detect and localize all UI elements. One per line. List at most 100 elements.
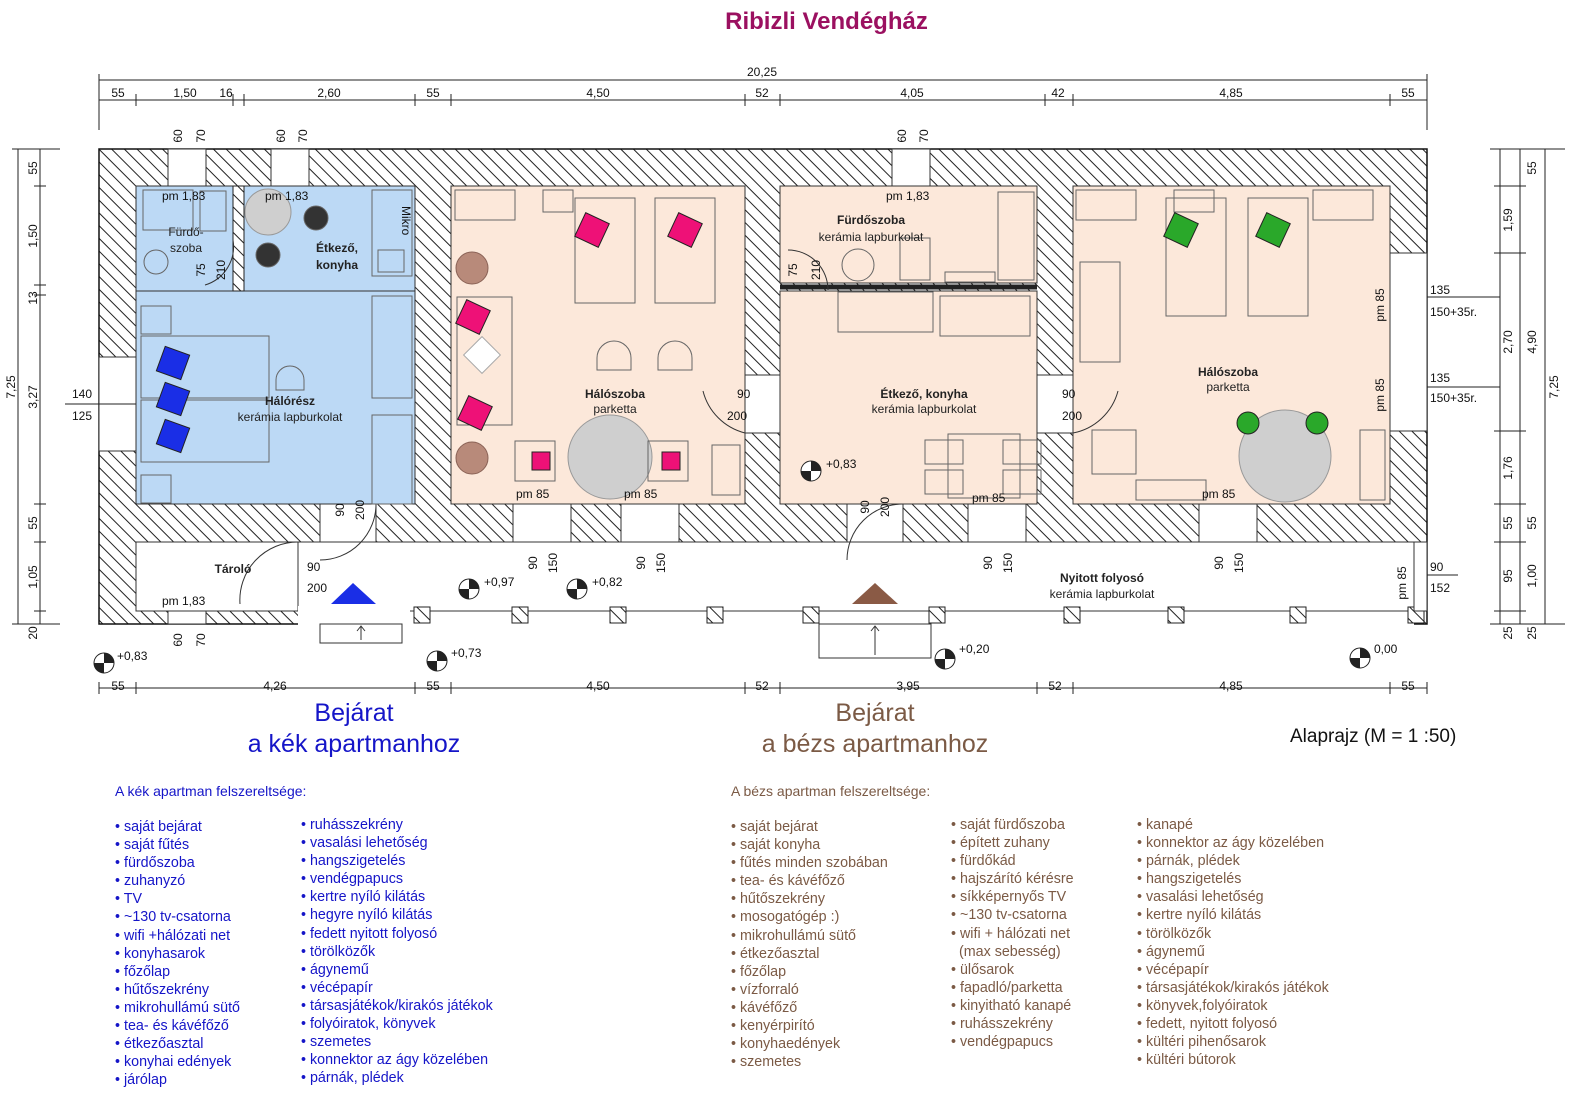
svg-text:150+35r.: 150+35r. [1430, 305, 1477, 319]
svg-text:25: 25 [1525, 626, 1539, 640]
svg-text:4,85: 4,85 [1219, 86, 1243, 100]
svg-text:90: 90 [634, 556, 648, 570]
svg-text:200: 200 [727, 409, 747, 423]
list-item: saját bejárat [731, 818, 888, 836]
list-item: ülősarok [951, 961, 1074, 979]
list-item: fapadló/parketta [951, 979, 1074, 997]
svg-text:4,26: 4,26 [263, 679, 287, 693]
svg-text:60: 60 [274, 129, 288, 143]
list-item: fedett nyitott folyosó [301, 925, 493, 943]
list-item: könyvek,folyóiratok [1137, 997, 1329, 1015]
opening-sizes: 60 70 60 70 60 70 60 70 75 210 75 210 90… [72, 129, 1477, 647]
floor-plan: 20,25 55 1,50 16 2,60 55 4,50 52 4,05 42… [4, 65, 1565, 694]
beige-equipment-col1: saját bejárat saját konyha fűtés minden … [731, 818, 888, 1071]
svg-text:3,27: 3,27 [26, 385, 40, 409]
svg-text:1,00: 1,00 [1525, 564, 1539, 588]
scale-label: Alaprajz (M = 1 :50) [1290, 726, 1457, 747]
corridor-posts [413, 606, 1425, 624]
list-item: társasjátékok/kirakós játékok [1137, 979, 1329, 997]
room-corridor [297, 541, 1415, 612]
dim-total-width: 20,25 [747, 65, 777, 79]
list-item: törölközők [1137, 925, 1329, 943]
svg-text:pm 1,83: pm 1,83 [886, 189, 930, 203]
svg-text:210: 210 [809, 260, 823, 280]
list-item: kültéri bútorok [1137, 1051, 1329, 1069]
list-item: vendégpapucs [951, 1033, 1074, 1051]
svg-text:55: 55 [26, 516, 40, 530]
room-beige-kitchen [779, 290, 1038, 505]
svg-text:135: 135 [1430, 283, 1450, 297]
svg-text:Hálószoba: Hálószoba [1198, 365, 1258, 379]
svg-text:Tároló: Tároló [215, 562, 252, 576]
list-item: vécépapír [1137, 961, 1329, 979]
list-item: fürdőszoba [115, 854, 240, 872]
list-item: párnák, plédek [1137, 852, 1329, 870]
svg-text:+0,20: +0,20 [959, 642, 990, 656]
svg-text:200: 200 [353, 500, 367, 520]
svg-text:16: 16 [219, 86, 233, 100]
list-item: tea- és kávéfőző [115, 1017, 240, 1035]
svg-text:kerámia lapburkolat: kerámia lapburkolat [872, 402, 977, 416]
svg-text:60: 60 [895, 129, 909, 143]
svg-text:1,76: 1,76 [1501, 456, 1515, 480]
svg-text:55: 55 [1525, 161, 1539, 175]
list-item: vasalási lehetőség [1137, 888, 1329, 906]
list-item: fűtés minden szobában [731, 854, 888, 872]
svg-text:90: 90 [307, 560, 321, 574]
svg-text:1,59: 1,59 [1501, 208, 1515, 232]
svg-text:4,50: 4,50 [586, 679, 610, 693]
dimension-lines [12, 74, 1565, 694]
list-item: hűtőszekrény [115, 981, 240, 999]
list-item: saját bejárat [115, 818, 240, 836]
svg-text:75: 75 [194, 263, 208, 277]
svg-text:90: 90 [333, 503, 347, 517]
svg-text:200: 200 [307, 581, 327, 595]
list-item: járólap [115, 1071, 240, 1089]
svg-text:Fürdő-: Fürdő- [168, 225, 203, 239]
svg-text:150: 150 [1001, 553, 1015, 573]
svg-text:2,60: 2,60 [317, 86, 341, 100]
list-item: kanapé [1137, 816, 1329, 834]
svg-text:55: 55 [1401, 679, 1415, 693]
svg-text:200: 200 [878, 497, 892, 517]
blue-entrance-line1: Bejárat [314, 699, 394, 727]
svg-text:pm 85: pm 85 [1202, 487, 1236, 501]
doors [204, 239, 1119, 605]
svg-text:52: 52 [755, 679, 769, 693]
list-item: hűtőszekrény [731, 890, 888, 908]
svg-text:55: 55 [1401, 86, 1415, 100]
list-item: (max sebesség) [958, 943, 1061, 960]
svg-text:1,05: 1,05 [26, 565, 40, 589]
svg-text:90: 90 [526, 556, 540, 570]
list-item: étkezőasztal [115, 1035, 240, 1053]
list-item: konnektor az ágy közelében [301, 1051, 493, 1069]
svg-text:60: 60 [171, 129, 185, 143]
svg-text:Hálószoba: Hálószoba [585, 387, 645, 401]
svg-text:konyha: konyha [316, 258, 358, 272]
list-item: wifi +hálózati net [115, 927, 240, 945]
svg-text:75: 75 [786, 263, 800, 277]
svg-text:52: 52 [755, 86, 769, 100]
list-item: tea- és kávéfőző [731, 872, 888, 890]
svg-text:70: 70 [296, 129, 310, 143]
svg-text:55: 55 [1525, 516, 1539, 530]
room-beige-bedroom-2 [1072, 185, 1391, 505]
list-item: hajszárító kérésre [951, 870, 1074, 888]
list-item: hegyre nyíló kilátás [301, 906, 493, 924]
beige-equipment-col3: kanapé konnektor az ágy közelében párnák… [1137, 816, 1329, 1069]
list-item: főzőlap [731, 963, 888, 981]
svg-text:55: 55 [426, 679, 440, 693]
svg-text:60: 60 [171, 633, 185, 647]
svg-text:pm 85: pm 85 [1373, 288, 1387, 322]
list-item: fedett, nyitott folyosó [1137, 1015, 1329, 1033]
dims-top: 55 1,50 16 2,60 55 4,50 52 4,05 42 4,85 … [111, 86, 1415, 100]
svg-text:20: 20 [26, 626, 40, 640]
svg-text:140: 140 [72, 387, 92, 401]
svg-text:7,25: 7,25 [1547, 375, 1561, 399]
svg-text:150+35r.: 150+35r. [1430, 391, 1477, 405]
list-item: mikrohullámú sütő [731, 927, 888, 945]
svg-text:52: 52 [1048, 679, 1062, 693]
beige-entrance-line2: a bézs apartmanhoz [761, 730, 989, 758]
svg-text:Étkező, konyha: Étkező, konyha [880, 386, 968, 401]
list-item: fürdőkád [951, 852, 1074, 870]
